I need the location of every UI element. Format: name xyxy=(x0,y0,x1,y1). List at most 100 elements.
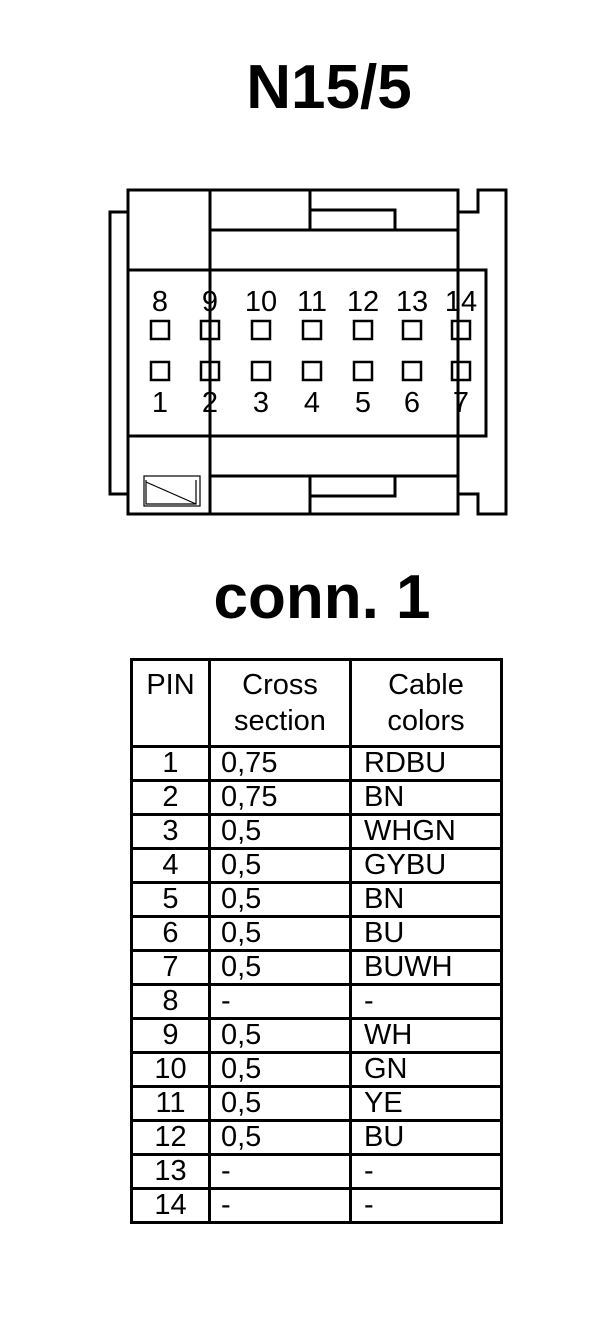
connector-face xyxy=(126,268,488,438)
pin-number-label: 14 xyxy=(445,286,477,318)
cross-section-cell: - xyxy=(208,1153,352,1190)
pin-cell: 5 xyxy=(130,881,211,918)
pin-number-label: 3 xyxy=(253,387,269,419)
cross-section-cell: 0,5 xyxy=(208,1085,352,1122)
pin-socket xyxy=(450,360,472,382)
pin-number-label: 4 xyxy=(304,387,320,419)
cable-color-cell: BU xyxy=(349,1119,503,1156)
pin-socket xyxy=(250,360,272,382)
cable-color-cell: - xyxy=(349,983,503,1020)
housing-body xyxy=(126,188,460,516)
pin-cell: 3 xyxy=(130,813,211,850)
pin-cell: 11 xyxy=(130,1085,211,1122)
housing-top-tab xyxy=(208,188,312,232)
pin-number-label: 11 xyxy=(297,286,327,318)
cross-section-cell: 0,5 xyxy=(208,1017,352,1054)
pin-number-label: 9 xyxy=(202,286,218,318)
cross-section-cell: 0,75 xyxy=(208,779,352,816)
cross-section-cell: 0,5 xyxy=(208,1051,352,1088)
pin-socket xyxy=(149,319,171,341)
cable-color-cell: GN xyxy=(349,1051,503,1088)
pin-cell: 13 xyxy=(130,1153,211,1190)
pin-cell: 4 xyxy=(130,847,211,884)
cross-section-cell: 0,5 xyxy=(208,881,352,918)
cross-section-cell: - xyxy=(208,1187,352,1224)
housing-right-latch xyxy=(458,188,508,516)
housing-left-wall xyxy=(108,210,130,496)
pin-cell: 9 xyxy=(130,1017,211,1054)
cable-color-cell: WH xyxy=(349,1017,503,1054)
keying-mark xyxy=(145,480,197,505)
housing-bottom-step xyxy=(308,474,397,498)
diagram-title: N15/5 xyxy=(246,53,412,122)
pin-socket xyxy=(301,319,323,341)
cable-color-cell: - xyxy=(349,1187,503,1224)
pin-socket xyxy=(352,360,374,382)
pin-socket xyxy=(352,319,374,341)
pin-socket xyxy=(250,319,272,341)
pin-cell: 12 xyxy=(130,1119,211,1156)
cross-section-cell: 0,5 xyxy=(208,949,352,986)
pin-number-label: 6 xyxy=(404,387,420,419)
pin-cell: 7 xyxy=(130,949,211,986)
pin-number-label: 13 xyxy=(396,286,428,318)
pin-socket xyxy=(149,360,171,382)
table-row: 8-- xyxy=(130,983,503,1020)
cable-color-cell: WHGN xyxy=(349,813,503,850)
cable-color-cell: BUWH xyxy=(349,949,503,986)
cross-section-cell: 0,5 xyxy=(208,1119,352,1156)
cable-color-cell: - xyxy=(349,1153,503,1190)
cable-color-cell: BN xyxy=(349,881,503,918)
pin-socket xyxy=(199,360,221,382)
cable-color-cell: YE xyxy=(349,1085,503,1122)
pin-cell: 14 xyxy=(130,1187,211,1224)
pin-number-label: 12 xyxy=(347,286,379,318)
pin-number-label: 1 xyxy=(152,387,168,419)
pin-cell: 10 xyxy=(130,1051,211,1088)
pin-socket xyxy=(401,360,423,382)
pin-socket xyxy=(401,319,423,341)
cable-color-cell: GYBU xyxy=(349,847,503,884)
housing-bottom-tab xyxy=(208,474,312,516)
housing-top-step xyxy=(308,208,397,232)
table-row: 14-- xyxy=(130,1187,503,1224)
header-pin: PIN xyxy=(130,658,211,748)
pin-cell: 2 xyxy=(130,779,211,816)
pin-number-label: 10 xyxy=(245,286,277,318)
pin-cell: 1 xyxy=(130,745,211,782)
cross-section-cell: 0,75 xyxy=(208,745,352,782)
pin-number-label: 5 xyxy=(355,387,371,419)
cable-color-cell: BN xyxy=(349,779,503,816)
table-row: 13-- xyxy=(130,1153,503,1190)
pin-socket xyxy=(301,360,323,382)
cross-section-cell: 0,5 xyxy=(208,813,352,850)
pin-cell: 8 xyxy=(130,983,211,1020)
pin-socket xyxy=(199,319,221,341)
pin-number-label: 8 xyxy=(152,286,168,318)
pin-number-label: 7 xyxy=(453,387,469,419)
cross-section-cell: - xyxy=(208,983,352,1020)
cable-color-cell: BU xyxy=(349,915,503,952)
pin-number-label: 2 xyxy=(202,387,218,419)
pin-socket xyxy=(450,319,472,341)
cable-color-cell: RDBU xyxy=(349,745,503,782)
connector-title: conn. 1 xyxy=(213,563,431,632)
cross-section-cell: 0,5 xyxy=(208,915,352,952)
pin-cell: 6 xyxy=(130,915,211,952)
